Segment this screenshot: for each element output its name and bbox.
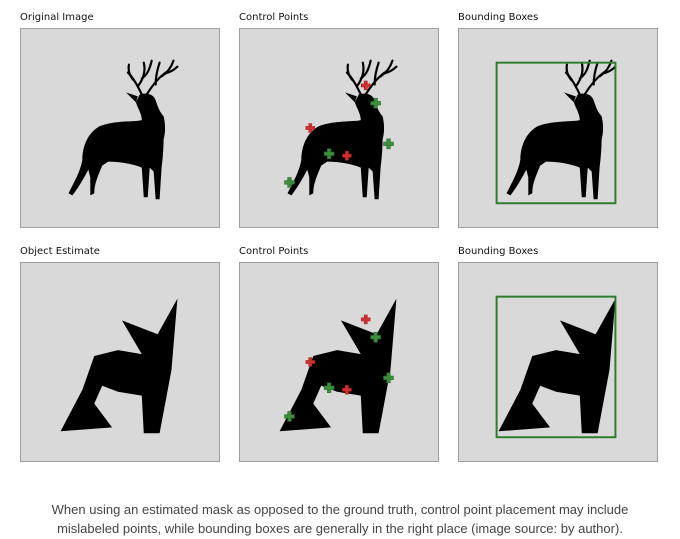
deer-with-bbox (495, 59, 617, 205)
object-estimate-panel (20, 262, 220, 462)
bounding-box (495, 295, 617, 439)
panel-title-control-points: Control Points (239, 12, 309, 23)
deer-with-points (284, 59, 398, 201)
control-points-panel (239, 28, 439, 228)
estimate-bounding-boxes-panel (458, 262, 658, 462)
mask-with-bbox (495, 295, 617, 439)
panel-title-bounding-boxes-estimate: Bounding Boxes (458, 246, 539, 257)
estimated-mask (60, 298, 178, 434)
estimate-control-points-panel (239, 262, 439, 462)
caption-line-2: mislabeled points, while bounding boxes … (57, 521, 623, 536)
deer-silhouette (67, 59, 179, 201)
figure-caption: When using an estimated mask as opposed … (0, 500, 680, 538)
panel-title-bounding-boxes: Bounding Boxes (458, 12, 539, 23)
mask-with-points (279, 298, 397, 434)
bounding-boxes-panel (458, 28, 658, 228)
panel-title-original-image: Original Image (20, 12, 94, 23)
caption-line-1: When using an estimated mask as opposed … (51, 502, 629, 517)
negative-point-icon (360, 314, 371, 325)
panel-title-object-estimate: Object Estimate (20, 246, 100, 257)
bounding-box (495, 61, 617, 205)
original-image-panel (20, 28, 220, 228)
panel-title-control-points-estimate: Control Points (239, 246, 309, 257)
positive-point-icon (383, 138, 394, 150)
